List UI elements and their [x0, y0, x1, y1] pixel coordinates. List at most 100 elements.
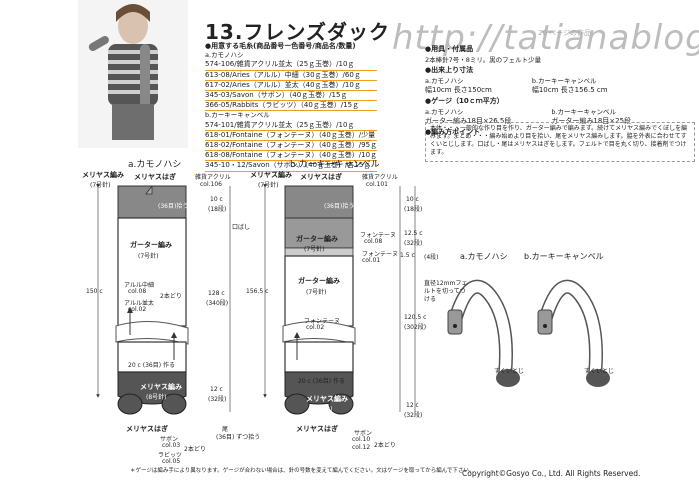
a-col08: col.08	[128, 288, 147, 295]
size-header: ●出来上り寸法	[425, 66, 474, 74]
b-col08: col.08	[364, 238, 383, 245]
materials-b-item: 574-101/雑貨アクリル並太（25ｇ玉巻）/10ｇ	[205, 121, 378, 131]
b-fontaine-3: フォンテーヌ	[304, 318, 341, 325]
a-savon: サボン	[160, 436, 179, 443]
dim-340r: (340段)	[206, 300, 229, 307]
b-fontaine-1: フォンテーヌ	[360, 232, 397, 239]
tools-text: 2本棒針7号・8ミリ。黒のフェルト少量	[425, 56, 542, 64]
b-cast-on: 20 c (36目) 作る	[298, 378, 345, 385]
a-tail-two-strand: 2本どり	[184, 446, 206, 453]
b-garter-main: ガーター編み	[298, 277, 340, 285]
b-tail-hagi: メリヤスはぎ	[296, 425, 338, 433]
b-tail-needle: (8号針)	[312, 406, 333, 413]
a-rabbits: ラビッツ	[158, 452, 183, 459]
size-b-label: b.カーキーキャンベル	[531, 77, 597, 85]
b-dim-18r: (18段)	[404, 206, 423, 213]
illus-b-title: b.カーキーキャンベル	[524, 252, 604, 261]
tail-pick-label: (36目) ずつ拾う	[216, 434, 261, 441]
b-fontaine-2: フォンテーヌ	[362, 251, 399, 258]
b-col101-label: col.101	[366, 181, 388, 188]
page-reference: 20 ページの作品	[538, 29, 591, 37]
dim-32r: (32段)	[208, 396, 227, 403]
scarf-b-illustration	[537, 279, 610, 387]
model-photo-illustration	[78, 0, 188, 148]
a-col03: col.03	[162, 442, 181, 449]
page-title: 13.フレンズダック	[205, 20, 391, 44]
b-col10: col.10	[352, 436, 371, 443]
scarf-a-illustration	[447, 279, 520, 387]
illus-a-sukui: すくいとじ	[494, 368, 525, 375]
copyright: Copyright©Gosyo Co., Ltd. All Rights Res…	[462, 469, 641, 478]
b-garter-top-needle: (7号針)	[304, 246, 325, 253]
b-col12: col.12	[352, 444, 371, 451]
gauge-b-label: b.カーキーキャンベル	[551, 108, 617, 116]
a-meriyasu-label: メリヤス編み	[82, 171, 124, 179]
knitting-diagram	[96, 184, 610, 415]
b-hagi-label: メリヤスはぎ	[300, 173, 342, 181]
materials-b-item: 345-10・12/Savon（サボン）（40ｇ玉巻）/各15ｇ	[205, 161, 378, 172]
scarf-a-chart	[96, 184, 189, 415]
b-dim-12c: 12 c	[406, 402, 419, 409]
diagram-a-title: a.カモノハシ	[128, 160, 182, 170]
model-photo	[78, 0, 188, 148]
size-a-value: 幅10cm 長さ150cm	[425, 86, 492, 94]
illus-b-sukui: すくいとじ	[584, 368, 615, 375]
a-col106-label: col.106	[200, 181, 222, 188]
a-tail-hagi: メリヤスはぎ	[126, 425, 168, 433]
b-dim-32r: (32段)	[404, 240, 423, 247]
a-tail-needle: (8号針)	[146, 394, 167, 401]
a-length: 150 c	[86, 288, 103, 295]
dim-128c: 128 c	[208, 290, 225, 297]
dim-18r: (18段)	[208, 206, 227, 213]
b-dim-1-5c: 1.5 c	[400, 252, 415, 259]
materials-list: ●用意する毛糸(商品番号ー色番号/商品名/数量) a.カモノハシ 574-106…	[205, 42, 378, 172]
b-col02: col.02	[306, 324, 325, 331]
a-garter-needle: (7号針)	[138, 253, 159, 260]
b-dim-32r-tail: (32段)	[404, 412, 423, 419]
b-savon: サボン	[354, 430, 373, 437]
b-meriyasu-label: メリヤス編み	[250, 171, 292, 179]
materials-b-item: 618-01/Fontaine（フォンテーヌ）（40ｇ玉巻）/少量	[205, 131, 378, 142]
b-col01: col.01	[362, 257, 381, 264]
tools-header: ●用具・付属品	[425, 45, 474, 53]
footnote: ＊ゲージは編み手により異なります。ゲージが合わない場合は、針の号数を変えて編んで…	[130, 468, 475, 474]
scarf-b-chart	[263, 184, 356, 415]
dim-10c: 10 c	[210, 196, 223, 203]
materials-a-item: 613-08/Aries（アルル）中細（30ｇ玉巻）/60ｇ	[205, 71, 378, 81]
felt-note: 直径12mmフェルトを切ってつける	[424, 280, 468, 303]
tail-label: 尾	[222, 426, 229, 433]
a-cast-on: 20 c (36目) 作る	[128, 362, 175, 369]
gauge-a-value: ガーター編み18目×26.5段	[425, 117, 512, 125]
kuchibashi-label: 口ばし	[232, 224, 251, 231]
b-zakka-label: 雑貨アクリル	[362, 174, 398, 181]
b-length: 156.5 c	[246, 288, 269, 295]
a-col05: col.05	[162, 458, 181, 465]
points-header: ●編み方ポイント	[425, 128, 481, 136]
illus-a-title: a.カモノハシ	[460, 252, 508, 261]
a-hagi-label: メリヤスはぎ	[134, 173, 176, 181]
size-b-value: 幅10cm 長さ156.5 cm	[531, 86, 608, 94]
watermark-text: http://tatianablog.	[392, 18, 699, 58]
a-aries-chu: アルル中細	[124, 282, 154, 289]
a-two-strand: 2本どり	[160, 293, 182, 300]
b-tail-two-strand: 2本どり	[374, 442, 396, 449]
materials-a-item: 366-05/Rabbits（ラビッツ）（40ｇ玉巻）/15ｇ	[205, 101, 378, 112]
gauge-a-label: a.カモノハシ	[425, 108, 464, 116]
knitting-points-box: 本体・・・一般的な作り目を作り、ガーター編みで編みます。続けてメリヤス編みでくぼ…	[425, 122, 695, 162]
materials-b-label: b.カーキーキャンベル	[205, 111, 270, 120]
a-tail-meriyasu: メリヤス編み	[140, 383, 182, 391]
a-zakka-label: 雑貨アクリル	[195, 174, 231, 181]
dimension-lines	[229, 186, 416, 412]
materials-a-item: 617-02/Aries（アルル）並太（40ｇ玉巻）/10ｇ	[205, 81, 378, 92]
materials-b-item: 618-02/Fontaine（フォンテーヌ）（40ｇ玉巻）/95ｇ	[205, 141, 378, 152]
b-dim-10c: 10 c	[406, 196, 419, 203]
b-dim-302r: (302段)	[404, 324, 427, 331]
b-dim-120-5c: 120.5 c	[404, 314, 427, 321]
b-tail-meriyasu: メリヤス編み	[306, 395, 348, 403]
materials-header: ●用意する毛糸(商品番号ー色番号/商品名/数量)	[205, 42, 356, 50]
diagram-b-title: b.カーキーキャンベル	[290, 160, 380, 170]
a-garter-label: ガーター編み	[130, 241, 172, 249]
a-aries-nami: アルル並太	[124, 300, 154, 307]
b-pick-label: (36目)拾う	[324, 203, 355, 210]
dim-12c: 12 c	[210, 386, 223, 393]
